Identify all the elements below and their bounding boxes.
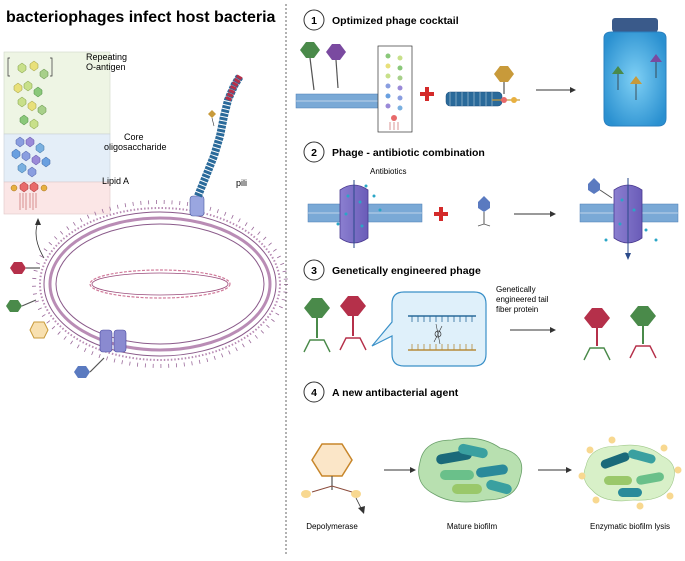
section-2: 2 Phage - antibiotic combination Antibio… [303, 141, 679, 260]
core-oligosaccharide-chain [11, 136, 51, 178]
lipid-a-label: Lipid A [102, 176, 129, 186]
core-label-1: Core [124, 132, 144, 142]
section-1-phage-bottle-icon [603, 18, 667, 127]
phage-green-left [6, 299, 37, 312]
o-antigen-label-2: O-antigen [86, 62, 126, 72]
section-1-title: Optimized phage cocktail [332, 15, 459, 27]
section-2-number: 2 [311, 147, 317, 159]
section-2-antibiotics-label: Antibiotics [370, 167, 406, 176]
o-antigen-chain [13, 60, 49, 130]
section-1-number: 1 [311, 15, 317, 27]
phage-blue-bottom [74, 329, 127, 378]
section-4: 4 A new antibacterial agent Depolymerase… [301, 381, 682, 531]
section-3-phage-green [304, 298, 330, 318]
section-3-label-2: engineered tail [496, 295, 549, 304]
section-4-caption-3: Enzymatic biofilm lysis [590, 522, 670, 531]
core-label-2: oligosaccharide [104, 142, 167, 152]
section-3-phage-red [340, 296, 366, 316]
o-antigen-label-1: Repeating [86, 52, 127, 62]
section-4-caption-2: Mature biofilm [447, 522, 498, 531]
lipid-a-structure [10, 181, 48, 210]
section-4-number-circle [303, 381, 325, 403]
section-2-number-circle [303, 141, 325, 163]
section-3-zoom-callout [371, 291, 487, 367]
section-4-title: A new antibacterial agent [332, 387, 459, 399]
section-3-number-circle [303, 259, 325, 281]
section-4-caption-1: Depolymerase [306, 522, 358, 531]
section-2-title: Phage - antibiotic combination [332, 147, 485, 159]
lps-callout-arrow [35, 221, 45, 259]
pili-label: pili [236, 178, 247, 188]
section-1-phage-gold [494, 66, 514, 82]
section-3-phage-green-right [630, 306, 656, 326]
section-4-lysed-biofilm [578, 436, 682, 510]
section-1-number-circle [303, 9, 325, 31]
section-3: 3 Genetically engineered phage Genetical… [303, 259, 657, 367]
section-1-phage-green [300, 42, 320, 58]
section-4-depolymerase-phage [301, 443, 365, 514]
section-1: 1 Optimized phage cocktail [295, 9, 667, 133]
section-1-plus-icon [420, 87, 434, 101]
section-3-title: Genetically engineered phage [332, 265, 481, 277]
section-4-number: 4 [311, 387, 317, 399]
section-3-number: 3 [311, 265, 317, 277]
phage-red-left [10, 262, 40, 274]
phage-gold-left [29, 321, 49, 339]
section-2-phage-blue [478, 196, 490, 212]
bacterial-cell [32, 200, 288, 368]
section-3-label-1: Genetically [496, 285, 536, 294]
section-1-phage-purple [326, 44, 346, 60]
lps-structure-panel [3, 51, 111, 215]
section-2-phage-blue-attached [588, 178, 600, 194]
section-2-plus-icon [434, 207, 448, 221]
section-3-label-3: fiber protein [496, 305, 538, 314]
section-3-phage-red-right [584, 308, 610, 328]
left-title: bacteriophages infect host bacteria [6, 9, 276, 26]
section-4-mature-biofilm [418, 437, 523, 503]
pili-structure [189, 73, 244, 217]
